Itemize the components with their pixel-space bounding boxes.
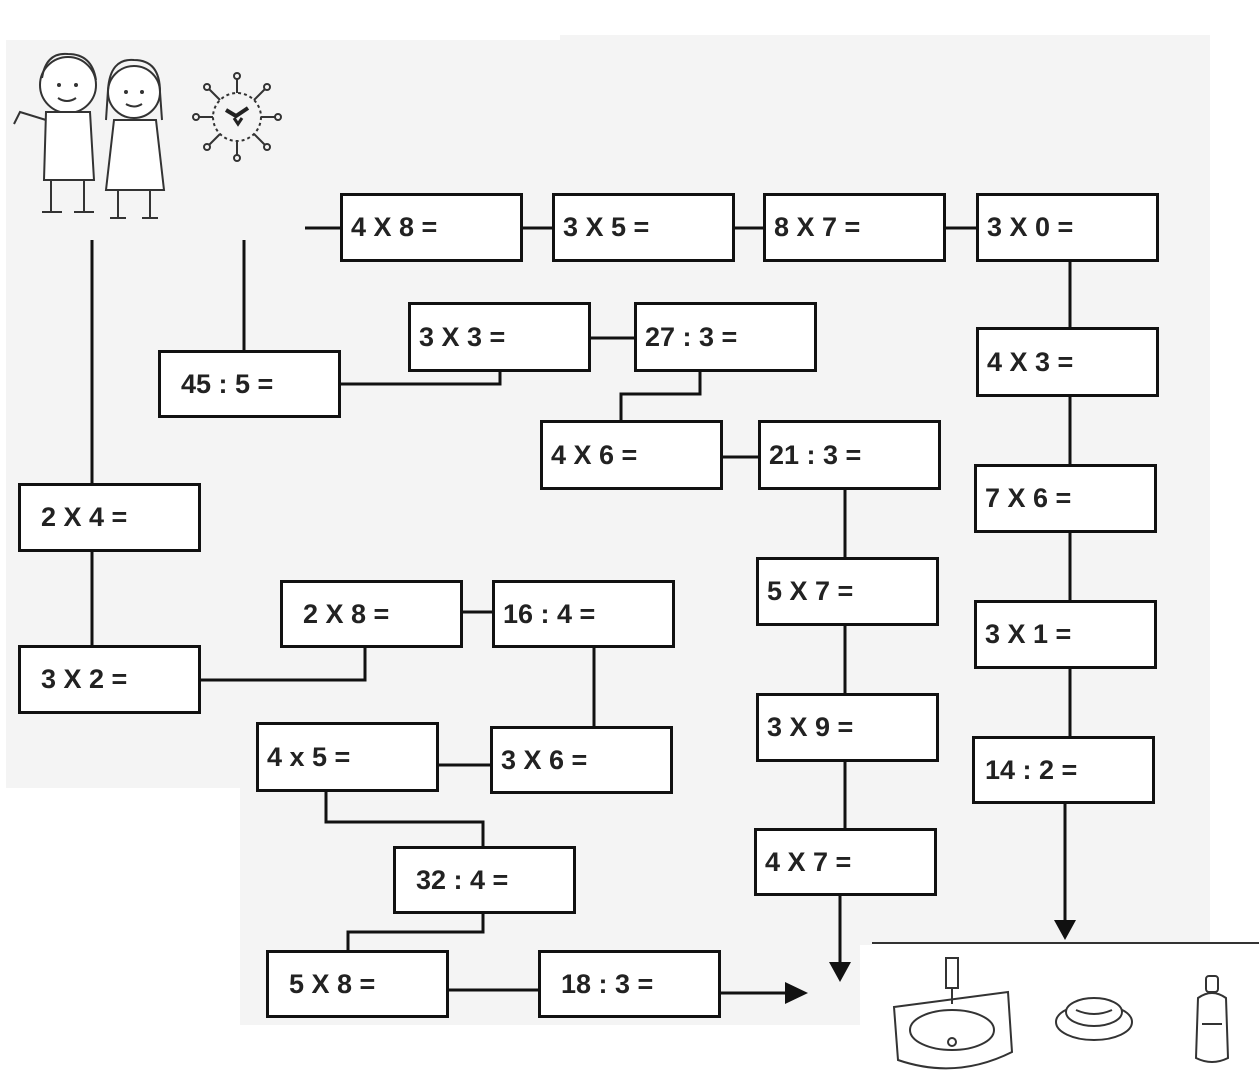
problem-box: 27 : 3 =	[634, 302, 817, 372]
problem-box: 45 : 5 =	[158, 350, 341, 418]
problem-box: 5 X 7 =	[756, 557, 939, 626]
problem-box: 3 X 3 =	[408, 302, 591, 372]
problem-box: 3 X 0 =	[976, 193, 1159, 262]
soap-icon	[1052, 984, 1137, 1044]
problem-box: 4 X 3 =	[976, 327, 1159, 397]
children-icon	[6, 40, 176, 230]
problem-box: 4 X 7 =	[754, 828, 937, 896]
sink-icon	[886, 952, 1016, 1077]
problem-box: 5 X 8 =	[266, 950, 449, 1018]
problem-box: 3 X 6 =	[490, 726, 673, 794]
problem-box: 16 : 4 =	[492, 580, 675, 648]
problem-box: 3 X 1 =	[974, 600, 1157, 669]
problem-box: 8 X 7 =	[763, 193, 946, 262]
problem-box: 4 X 6 =	[540, 420, 723, 490]
problem-box: 4 x 5 =	[256, 722, 439, 792]
problem-box: 3 X 5 =	[552, 193, 735, 262]
problem-box: 21 : 3 =	[758, 420, 941, 490]
problem-box: 2 X 4 =	[18, 483, 201, 552]
problem-box: 3 X 9 =	[756, 693, 939, 762]
problem-box: 18 : 3 =	[538, 950, 721, 1018]
virus-icon	[190, 70, 285, 165]
problem-box: 7 X 6 =	[974, 464, 1157, 533]
end-panel	[872, 942, 1259, 1080]
problem-box: 4 X 8 =	[340, 193, 523, 262]
problem-box: 2 X 8 =	[280, 580, 463, 648]
problem-box: 32 : 4 =	[393, 846, 576, 914]
soap-dispenser-icon	[1190, 974, 1235, 1069]
problem-box: 14 : 2 =	[972, 736, 1155, 804]
problem-box: 3 X 2 =	[18, 645, 201, 714]
